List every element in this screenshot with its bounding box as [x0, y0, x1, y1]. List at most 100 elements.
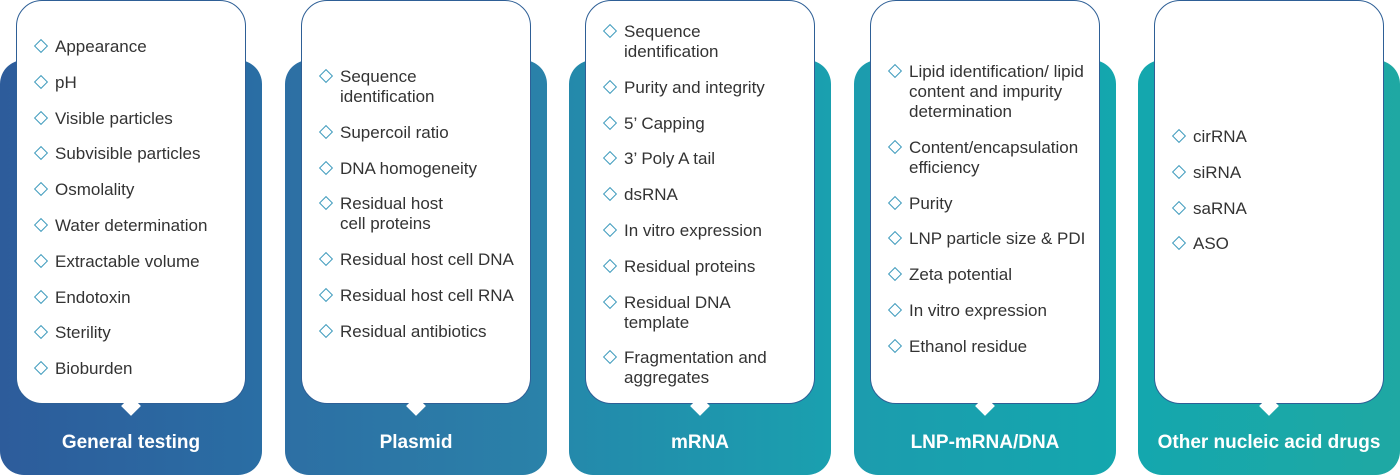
list-item: Sequence identification	[602, 22, 754, 62]
diamond-bullet-icon	[887, 338, 903, 353]
test-list: cirRNA siRNA saRNA ASO	[1171, 127, 1375, 270]
diamond-bullet-icon	[1171, 200, 1187, 215]
item-text: Appearance	[55, 37, 147, 56]
test-list-card: Sequence identification Supercoil ratio …	[301, 0, 531, 416]
diamond-bullet-icon	[33, 253, 49, 268]
diamond-bullet-icon	[33, 74, 49, 89]
item-text: Sequence identification	[624, 22, 719, 61]
item-text: Content/encapsulation efficiency	[909, 137, 1079, 177]
category-title: mRNA	[670, 432, 730, 453]
item-text: Residual host cell RNA	[340, 285, 514, 305]
category-title: LNP-mRNA/DNA	[910, 432, 1060, 453]
item-text: Residual host cell proteins	[340, 194, 444, 234]
list-item: Lipid identification/ lipid content and …	[887, 62, 1105, 122]
category-mrna: Sequence identification Purity and integ…	[569, 0, 831, 475]
diamond-bullet-icon	[318, 287, 334, 303]
test-list: Appearance pH Visible particles Subvisib…	[33, 37, 237, 395]
item-text: Residual DNA template	[624, 292, 730, 332]
item-text: cirRNA	[1193, 127, 1247, 146]
diamond-bullet-icon	[1171, 236, 1187, 251]
diamond-bullet-icon	[602, 350, 618, 365]
list-item: Residual host cell RNA	[318, 285, 530, 306]
diamond-bullet-icon	[1171, 128, 1187, 144]
list-item: Residual host cell proteins	[318, 194, 470, 234]
category-plasmid: Sequence identification Supercoil ratio …	[285, 0, 547, 475]
diamond-bullet-icon	[33, 289, 49, 304]
list-item: Supercoil ratio	[318, 122, 520, 143]
list-item: Purity and integrity	[602, 77, 804, 98]
list-item: Residual proteins	[602, 257, 804, 277]
item-text: LNP particle size & PDI	[909, 229, 1086, 249]
item-text: Supercoil ratio	[340, 122, 449, 142]
test-list-card: cirRNA siRNA saRNA ASO	[1154, 0, 1384, 416]
test-list: Sequence identification Purity and integ…	[602, 22, 806, 404]
list-item: Visible particles	[33, 108, 235, 129]
diamond-bullet-icon	[33, 110, 49, 125]
category-title: Plasmid	[379, 432, 453, 453]
item-text: 5’ Capping	[624, 113, 705, 133]
diamond-bullet-icon	[33, 217, 49, 233]
list-item: In vitro expression	[602, 220, 804, 241]
list-item: Ethanol residue	[887, 336, 1089, 357]
item-text: siRNA	[1193, 162, 1242, 182]
diamond-bullet-icon	[887, 63, 903, 79]
list-item: cirRNA	[1171, 127, 1373, 147]
diamond-bullet-icon	[33, 325, 49, 340]
test-list: Sequence identification Supercoil ratio …	[318, 67, 522, 358]
list-item: Appearance	[33, 37, 235, 57]
diamond-bullet-icon	[1171, 164, 1187, 179]
list-item: Purity	[887, 193, 1089, 214]
item-text: dsRNA	[624, 185, 678, 205]
list-item: Fragmentation and aggregates	[602, 348, 804, 388]
diamond-bullet-icon	[887, 139, 903, 154]
category-title: General testing	[61, 432, 201, 453]
diamond-bullet-icon	[33, 361, 49, 376]
item-text: 3’ Poly A tail	[624, 149, 716, 169]
item-text: In vitro expression	[624, 220, 762, 240]
item-text: Bioburden	[55, 359, 133, 379]
item-text: Lipid identification/ lipid content and …	[909, 62, 1084, 121]
list-item: Extractable volume	[33, 251, 235, 272]
test-list: Lipid identification/ lipid content and …	[887, 62, 1091, 373]
item-text: Subvisible particles	[55, 144, 201, 164]
list-item: Osmolality	[33, 180, 235, 200]
list-item: Bioburden	[33, 359, 235, 379]
category-lnp-mrna-dna: Lipid identification/ lipid content and …	[854, 0, 1116, 475]
list-item: Subvisible particles	[33, 144, 235, 164]
item-text: Zeta potential	[909, 265, 1013, 285]
diamond-bullet-icon	[318, 323, 334, 338]
test-list-card: Sequence identification Purity and integ…	[585, 0, 815, 416]
list-item: 3’ Poly A tail	[602, 149, 804, 169]
item-text: Water determination	[55, 215, 208, 235]
diamond-bullet-icon	[887, 195, 903, 210]
list-item: In vitro expression	[887, 301, 1089, 321]
item-text: Ethanol residue	[909, 336, 1028, 356]
diamond-bullet-icon	[602, 23, 618, 39]
category-general-testing: Appearance pH Visible particles Subvisib…	[0, 0, 262, 475]
diamond-bullet-icon	[602, 115, 618, 130]
item-text: Extractable volume	[55, 251, 200, 271]
item-text: Sterility	[55, 323, 111, 343]
diamond-bullet-icon	[318, 196, 334, 211]
test-list-card: Lipid identification/ lipid content and …	[870, 0, 1100, 416]
list-item: saRNA	[1171, 199, 1373, 219]
list-item: Sequence identification	[318, 67, 470, 107]
list-item: Content/encapsulation efficiency	[887, 137, 1105, 178]
diamond-bullet-icon	[602, 258, 618, 273]
list-item: Water determination	[33, 215, 235, 236]
item-text: Purity	[909, 193, 953, 213]
item-text: DNA homogeneity	[340, 158, 478, 178]
diamond-bullet-icon	[602, 222, 618, 238]
item-text: Residual host cell DNA	[340, 250, 514, 270]
item-text: Sequence identification	[340, 67, 435, 106]
item-text: Purity and integrity	[624, 77, 765, 97]
item-text: Visible particles	[55, 108, 173, 128]
list-item: pH	[33, 73, 235, 93]
list-item: Endotoxin	[33, 288, 235, 308]
category-other-nucleic-acid-drugs: cirRNA siRNA saRNA ASO Other nucleic aci…	[1138, 0, 1400, 475]
diamond-bullet-icon	[602, 294, 618, 309]
list-item: ASO	[1171, 234, 1373, 254]
diamond-bullet-icon	[887, 231, 903, 246]
diamond-bullet-icon	[33, 182, 49, 197]
item-text: Osmolality	[55, 180, 135, 200]
